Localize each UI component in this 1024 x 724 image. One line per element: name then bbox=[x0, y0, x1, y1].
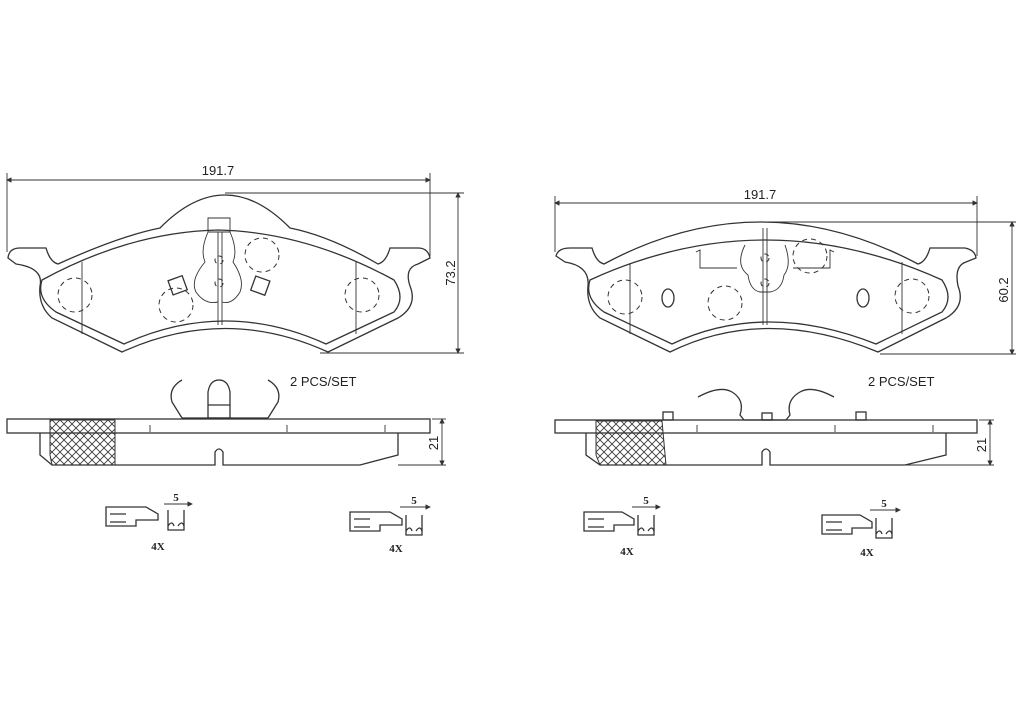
svg-text:4X: 4X bbox=[389, 543, 403, 555]
clip-detail: 5 4X bbox=[105, 492, 193, 553]
backing-plate bbox=[555, 221, 977, 353]
height-dimension: 60.2 bbox=[996, 277, 1011, 302]
clip-detail: 5 4X bbox=[583, 495, 661, 558]
qty-label: 2 PCS/SET bbox=[868, 374, 935, 389]
clip bbox=[249, 275, 271, 297]
spring-clip-right bbox=[697, 388, 835, 421]
svg-text:4X: 4X bbox=[620, 546, 634, 558]
pad-front-view-right: 191.7 60.2 bbox=[554, 187, 1016, 355]
pad-side-view-right: 21 bbox=[554, 411, 994, 466]
friction-material bbox=[587, 239, 949, 345]
svg-text:5: 5 bbox=[411, 495, 417, 507]
svg-text:4X: 4X bbox=[151, 541, 165, 553]
clip-detail: 5 4X bbox=[821, 498, 901, 559]
clip bbox=[167, 274, 189, 296]
spring-clip-left bbox=[170, 379, 280, 419]
svg-text:5: 5 bbox=[881, 498, 887, 510]
thickness-dimension: 21 bbox=[974, 438, 989, 452]
svg-text:4X: 4X bbox=[860, 547, 874, 559]
pad-front-view-left: 191.7 73.2 bbox=[6, 163, 464, 354]
svg-text:5: 5 bbox=[173, 492, 179, 504]
qty-label: 2 PCS/SET bbox=[290, 374, 357, 389]
svg-text:5: 5 bbox=[643, 495, 649, 507]
clip-detail: 5 4X bbox=[349, 495, 431, 555]
friction-material bbox=[39, 229, 401, 345]
thickness-dimension: 21 bbox=[426, 436, 441, 450]
backing-plate bbox=[7, 194, 431, 353]
width-dimension: 191.7 bbox=[744, 187, 777, 202]
height-dimension: 73.2 bbox=[443, 260, 458, 285]
pad-side-view-left: 21 bbox=[6, 418, 446, 466]
width-dimension: 191.7 bbox=[202, 163, 235, 178]
